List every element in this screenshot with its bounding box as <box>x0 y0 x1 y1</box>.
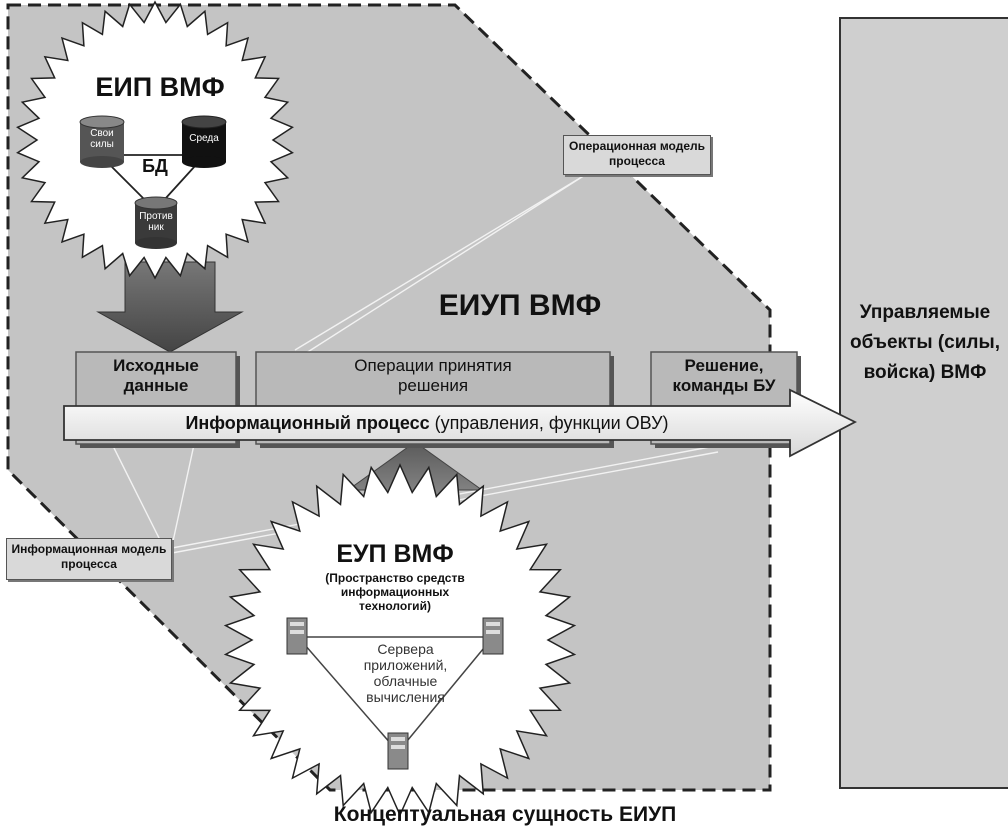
managed-objects-panel <box>839 17 1008 789</box>
database-cylinder-own-forces <box>79 115 125 168</box>
eup-title: ЕУП ВМФ <box>336 540 454 568</box>
eip-starburst <box>16 0 294 280</box>
information-process-arrow <box>63 388 857 458</box>
database-cylinder-environment <box>181 115 227 168</box>
eup-subtitle: (Пространство средств информационных тех… <box>325 571 465 613</box>
source-data-label: Исходные данные <box>113 356 199 395</box>
server-icon <box>286 617 308 655</box>
data-flow-down-arrow <box>96 261 244 353</box>
db-label: БД <box>142 156 168 176</box>
operations-label: Операции принятия решения <box>354 356 512 395</box>
managed-objects-label: Управляемые объекты (силы, войска) ВМФ <box>850 302 1000 383</box>
figure-caption: Концептуальная сущность ЕИУП <box>333 803 677 826</box>
server-links <box>297 636 494 753</box>
eip-title: ЕИП ВМФ <box>95 72 225 102</box>
callout-operational-model: Операционная модель процесса <box>563 135 711 175</box>
decision-label: Решение, команды БУ <box>672 356 776 395</box>
cylinder-enemy-label: Против ник <box>139 211 173 233</box>
database-cylinder-enemy <box>134 196 178 249</box>
server-icon <box>387 732 409 770</box>
eup-starburst <box>223 463 577 817</box>
information-process-label: Информационный процесс (управления, функ… <box>64 412 790 434</box>
eiup-title: ЕИУП ВМФ <box>438 289 602 322</box>
callout-informational-model: Информационная модель процесса <box>6 538 172 580</box>
cylinder-environment-label: Среда <box>189 133 219 144</box>
server-icon <box>482 617 504 655</box>
information-process-bold: Информационный процесс <box>185 413 430 433</box>
servers-text: Сервера приложений, облачные вычисления <box>363 641 448 705</box>
information-process-rest: (управления, функции ОВУ) <box>429 413 669 433</box>
cylinder-own-forces-label: Свои силы <box>90 128 114 150</box>
